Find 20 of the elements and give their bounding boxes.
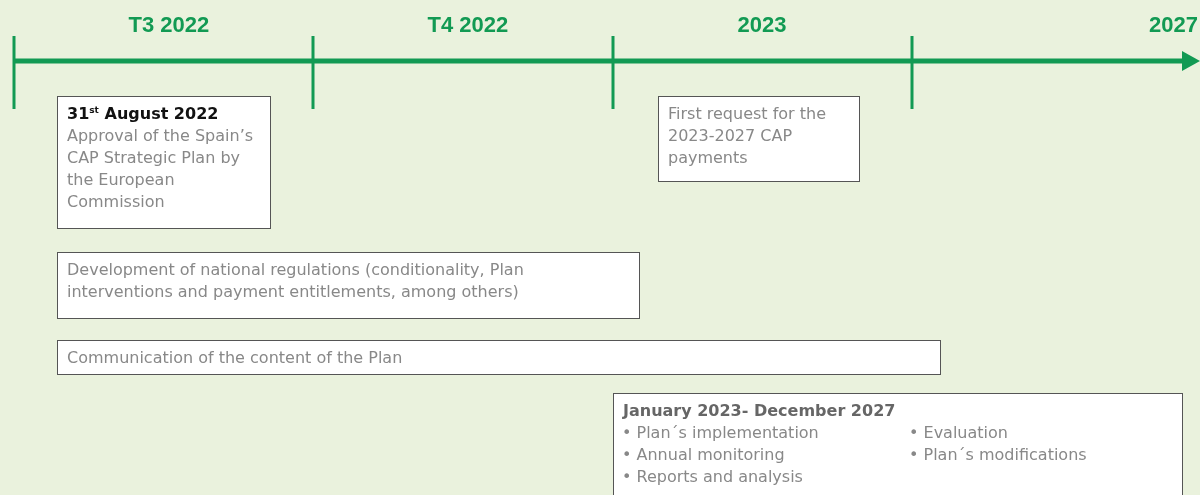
period-label: 2027 xyxy=(1149,12,1198,38)
bullet-item: • Reports and analysis xyxy=(622,466,803,488)
bullet-item: • Plan´s modifications xyxy=(909,444,1087,466)
period-label: T4 2022 xyxy=(427,12,509,38)
event-box xyxy=(658,96,860,182)
period-label: 2023 xyxy=(737,12,787,38)
event-description: Development of national regulations (conditionality, Plan interventions and payment entitlements, among others) xyxy=(67,260,524,301)
event-box xyxy=(57,96,271,229)
bullet-item: • Plan´s implementation xyxy=(622,422,819,444)
event-description: Approval of the Spain’s CAP Strategic Plan by the European Commission xyxy=(67,125,255,213)
event-box xyxy=(57,340,941,375)
event-box xyxy=(613,393,1183,495)
bullet-item: • Evaluation xyxy=(909,422,1008,444)
event-description: Communication of the content of the Plan xyxy=(67,348,403,367)
period-label: T3 2022 xyxy=(128,12,210,38)
date-heading: January 2023- December 2027 xyxy=(623,400,896,422)
bullet-item: • Annual monitoring xyxy=(622,444,785,466)
date-heading: 31$^{st}$ August 2022 xyxy=(67,103,220,125)
event-description: First request for the 2023-2027 CAP payments xyxy=(668,104,826,167)
event-box xyxy=(57,252,640,319)
